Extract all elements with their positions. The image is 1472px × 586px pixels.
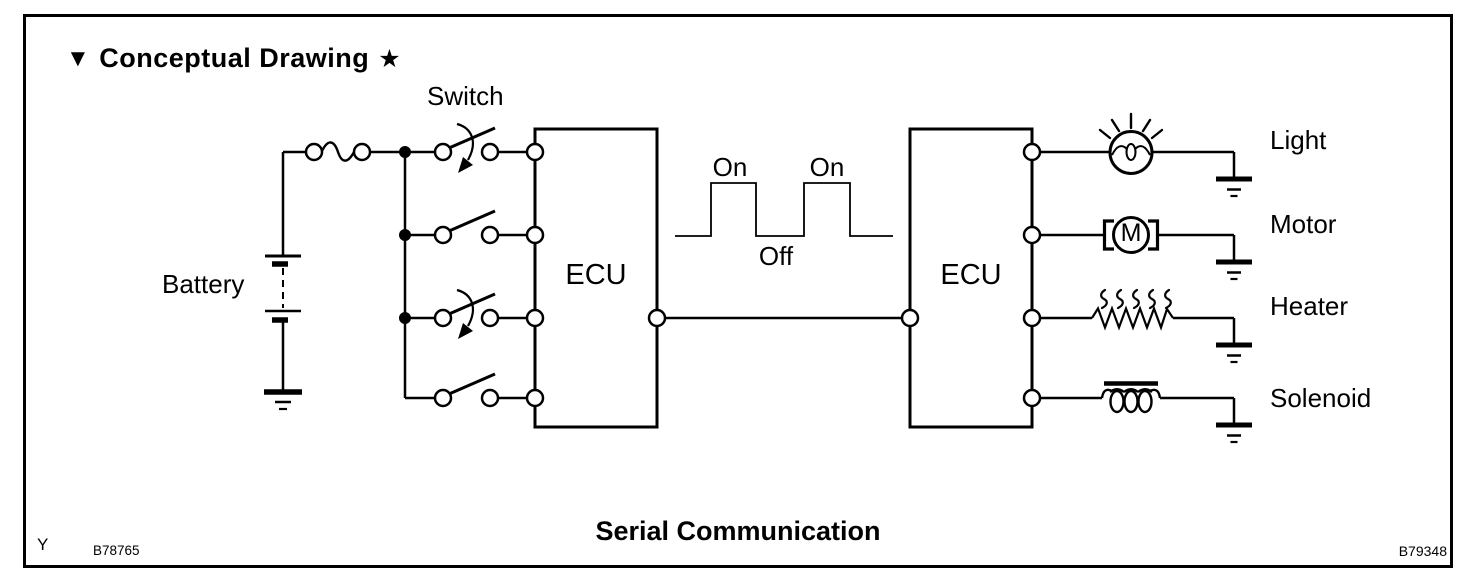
solenoid-icon bbox=[1040, 381, 1234, 414]
figure-caption: Serial Communication bbox=[595, 516, 881, 546]
fuse-icon bbox=[283, 141, 435, 162]
ground-icon-heater bbox=[1216, 318, 1252, 364]
switch-label: Switch bbox=[427, 81, 504, 111]
switch-icon-1 bbox=[433, 122, 527, 173]
pulse-off-label: Off bbox=[758, 241, 794, 271]
footer-code-left: B78765 bbox=[93, 543, 140, 558]
load-label-heater: Heater bbox=[1270, 291, 1349, 321]
section-triangle-icon: ▼ bbox=[66, 44, 91, 72]
switch-icon-4 bbox=[433, 372, 527, 408]
ground-icon-light bbox=[1216, 152, 1252, 198]
footer-mark: Y bbox=[37, 535, 49, 554]
switch-icon-2 bbox=[433, 209, 527, 245]
light-bulb-icon bbox=[1040, 112, 1234, 175]
figure-border bbox=[23, 14, 1453, 568]
ecu-right-label: ECU bbox=[940, 259, 1002, 291]
load-label-light: Light bbox=[1270, 125, 1327, 155]
battery-label: Battery bbox=[162, 269, 245, 299]
heater-icon bbox=[1040, 288, 1234, 331]
pulse-on-label-1: On bbox=[712, 152, 748, 182]
switch-icon-3 bbox=[433, 288, 527, 339]
figure-title-text: Conceptual Drawing bbox=[99, 43, 370, 73]
power-bus bbox=[399, 146, 435, 400]
ground-icon-motor bbox=[1216, 235, 1252, 281]
load-label-solenoid: Solenoid bbox=[1270, 383, 1372, 413]
ecu-right-box bbox=[900, 127, 1042, 429]
ecu-left-label: ECU bbox=[565, 259, 627, 291]
motor-letter: M bbox=[1120, 219, 1142, 247]
figure-title: ▼ Conceptual Drawing ★ bbox=[66, 43, 401, 74]
signal-waveform-icon bbox=[675, 182, 893, 237]
pulse-on-label-2: On bbox=[809, 152, 845, 182]
ground-icon-solenoid bbox=[1216, 398, 1252, 444]
motor-icon bbox=[1040, 216, 1234, 254]
load-label-motor: Motor bbox=[1270, 209, 1337, 239]
battery-icon bbox=[265, 152, 301, 390]
ground-icon-battery bbox=[264, 389, 302, 411]
footer-code-right: B79348 bbox=[1398, 543, 1447, 559]
ecu-left-box bbox=[525, 127, 667, 429]
star-icon: ★ bbox=[378, 44, 402, 73]
